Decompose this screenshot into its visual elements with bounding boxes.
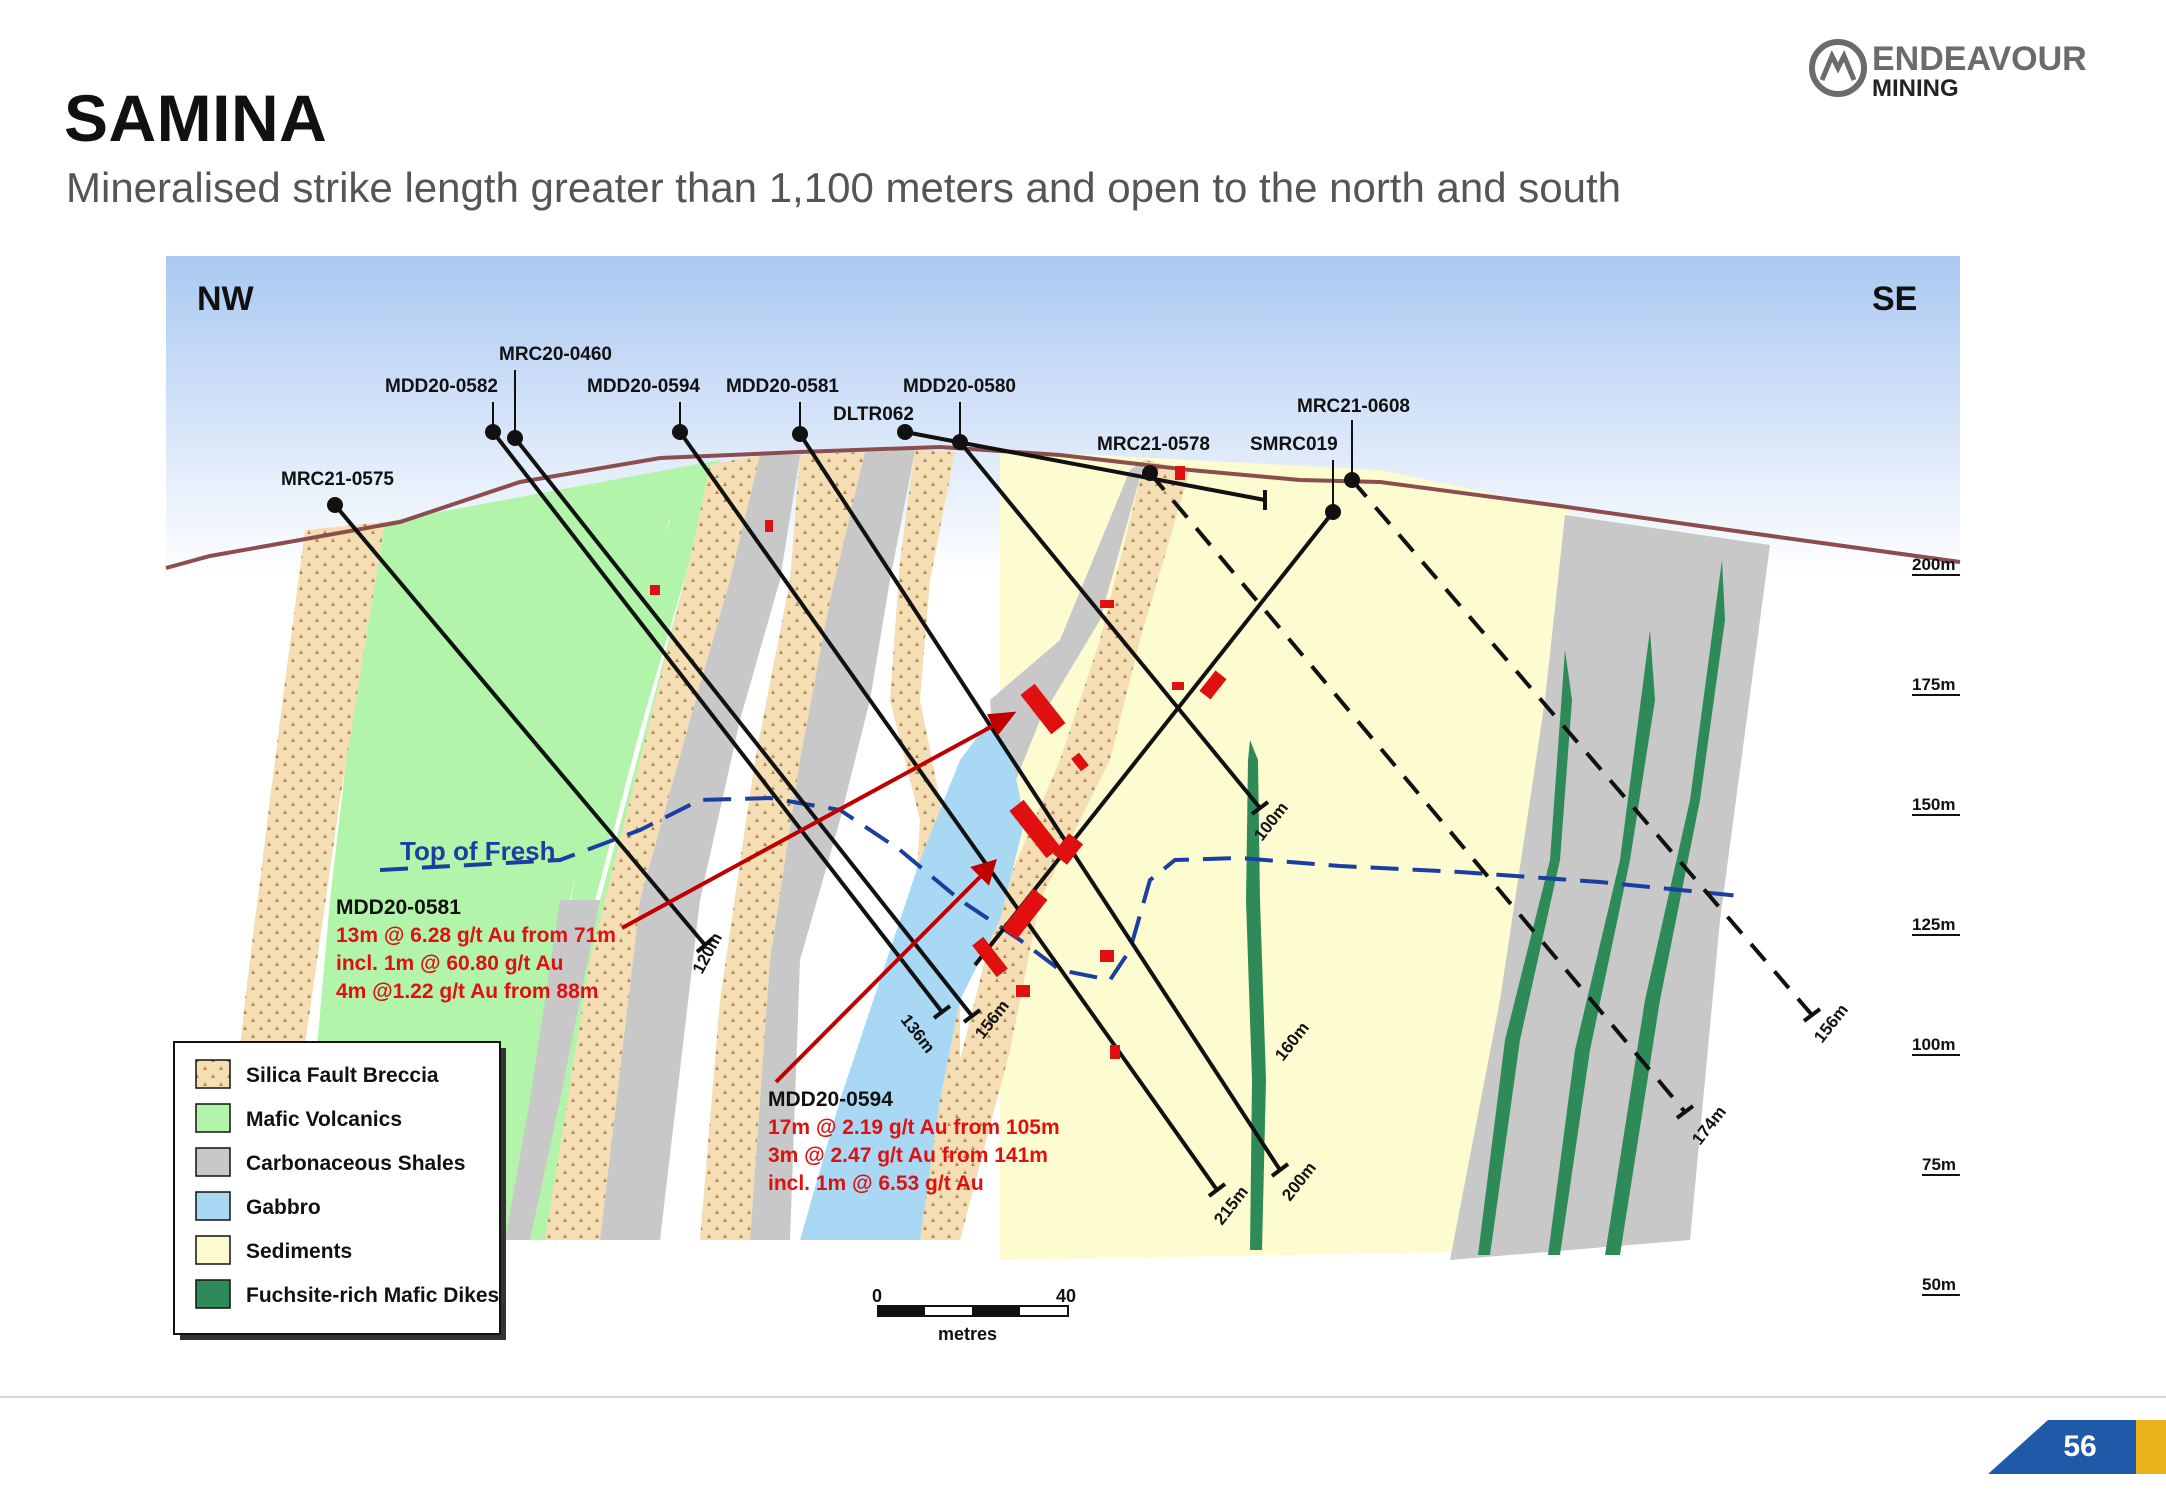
sediments-unit	[1000, 450, 1570, 1260]
depth-label: 156m	[1810, 1000, 1852, 1046]
legend-item: Fuchsite-rich Mafic Dikes	[195, 1279, 499, 1309]
hole-label: MRC21-0575	[281, 469, 394, 490]
fuchsite-dike-4	[1605, 560, 1725, 1255]
scale-end: 40	[1056, 1286, 1076, 1306]
drillhole-mrc21-0578	[1148, 471, 1687, 1114]
page-number: 56	[2063, 1430, 2097, 1463]
callout-1-line: incl. 1m @ 60.80 g/t Au	[336, 952, 563, 975]
scale-start: 0	[872, 1286, 882, 1306]
elevation-tick-label: 75m	[1922, 1155, 1956, 1174]
legend-item: Carbonaceous Shales	[195, 1147, 465, 1177]
breccia-band-3	[700, 452, 865, 1240]
legend-swatch	[195, 1147, 231, 1177]
fuchsite-dike-3	[1548, 630, 1655, 1255]
shale-band-east	[1450, 515, 1770, 1260]
page-subtitle: Mineralised strike length greater than 1…	[66, 164, 1621, 211]
shale-band-west	[505, 900, 600, 1240]
page-number-badge	[1988, 1420, 2136, 1474]
elevation-scale: 200m 175m 150m 125m 100m 75m 50m	[1912, 555, 1956, 1294]
callout-1-line: 13m @ 6.28 g/t Au from 71m	[336, 924, 616, 947]
direction-se: SE	[1872, 280, 1917, 318]
drillhole-mrc21-0575	[333, 503, 707, 947]
elevation-tick-label: 50m	[1922, 1275, 1956, 1294]
drillhole-mdd20-0580	[958, 440, 1262, 810]
footer-divider	[0, 1396, 2166, 1398]
scale-unit: metres	[938, 1324, 997, 1344]
gabbro-unit	[800, 720, 1025, 1240]
page-title: SAMINA	[64, 81, 328, 155]
hole-label: MRC21-0578	[1097, 434, 1210, 455]
shale-band-2	[750, 450, 915, 1240]
elevation-tick-label: 125m	[1912, 915, 1955, 934]
legend-swatch	[195, 1103, 231, 1133]
legend-item: Gabbro	[195, 1191, 321, 1221]
legend-label: Mafic Volcanics	[246, 1108, 402, 1131]
legend-label: Fuchsite-rich Mafic Dikes	[246, 1284, 499, 1307]
mafic-volcanics-west	[380, 455, 760, 1240]
drillhole-mrc21-0608	[1350, 478, 1814, 1017]
top-of-fresh-line	[379, 795, 1741, 983]
endeavour-logo: ENDEAVOUR MINING	[1809, 39, 2087, 100]
elevation-tick-label: 175m	[1912, 675, 1955, 694]
legend-swatch	[195, 1191, 231, 1221]
legend: Silica Fault Breccia Mafic Volcanics Car…	[173, 1041, 506, 1340]
legend-item: Sediments	[195, 1235, 352, 1265]
callout-1-hole: MDD20-0581	[336, 896, 461, 919]
legend-item: Mafic Volcanics	[195, 1103, 402, 1133]
callout-2-line: 3m @ 2.47 g/t Au from 141m	[768, 1144, 1048, 1167]
hole-label: MRC20-0460	[499, 344, 612, 365]
callout-2-line: incl. 1m @ 6.53 g/t Au	[768, 1172, 984, 1195]
elevation-tick-label: 200m	[1912, 555, 1955, 574]
drillhole-mdd20-0594	[678, 430, 1219, 1192]
drillhole-mdd20-0582	[491, 430, 944, 1014]
page-accent-gold	[2136, 1420, 2166, 1474]
shale-band-3	[990, 460, 1145, 820]
hole-label: MDD20-0581	[726, 376, 839, 397]
direction-nw: NW	[197, 280, 255, 318]
callout-2-line: 17m @ 2.19 g/t Au from 105m	[768, 1116, 1060, 1139]
legend-label: Gabbro	[246, 1196, 321, 1219]
callout-1-line: 4m @1.22 g/t Au from 88m	[336, 980, 598, 1003]
logo-text-bottom: MINING	[1872, 75, 1959, 100]
legend-label: Carbonaceous Shales	[246, 1152, 465, 1175]
legend-swatch	[195, 1235, 231, 1265]
hole-label: MDD20-0580	[903, 376, 1016, 397]
drillhole-mrc20-0460	[513, 436, 974, 1018]
logo-text-top: ENDEAVOUR	[1872, 40, 2087, 78]
drillhole-smrc019	[973, 510, 1335, 967]
hole-label: MDD20-0582	[385, 376, 498, 397]
fuchsite-dike-2	[1478, 650, 1572, 1255]
hole-label: DLTR062	[833, 404, 914, 425]
legend-label: Sediments	[246, 1240, 352, 1263]
elevation-tick-label: 100m	[1912, 1035, 1955, 1054]
shale-band-1	[600, 455, 800, 1240]
elevation-tick-label: 150m	[1912, 795, 1955, 814]
hole-label: MRC21-0608	[1297, 396, 1410, 417]
drillhole-mdd20-0581	[798, 432, 1282, 1172]
mafic-volcanics-main	[385, 460, 720, 1240]
legend-item: Silica Fault Breccia	[195, 1059, 439, 1089]
fuchsite-dike-1	[1246, 740, 1266, 1250]
hole-label: MDD20-0594	[587, 376, 700, 397]
scale-bar: 0 40 metres	[872, 1286, 1076, 1344]
top-of-fresh-label: Top of Fresh	[400, 836, 556, 866]
breccia-band-2	[545, 455, 760, 1240]
callout-2-hole: MDD20-0594	[768, 1088, 893, 1111]
hole-label: SMRC019	[1250, 434, 1338, 455]
mineralised-intercepts	[650, 466, 1227, 1059]
legend-swatch	[195, 1279, 231, 1309]
legend-label: Silica Fault Breccia	[246, 1064, 439, 1087]
legend-swatch	[195, 1059, 231, 1089]
